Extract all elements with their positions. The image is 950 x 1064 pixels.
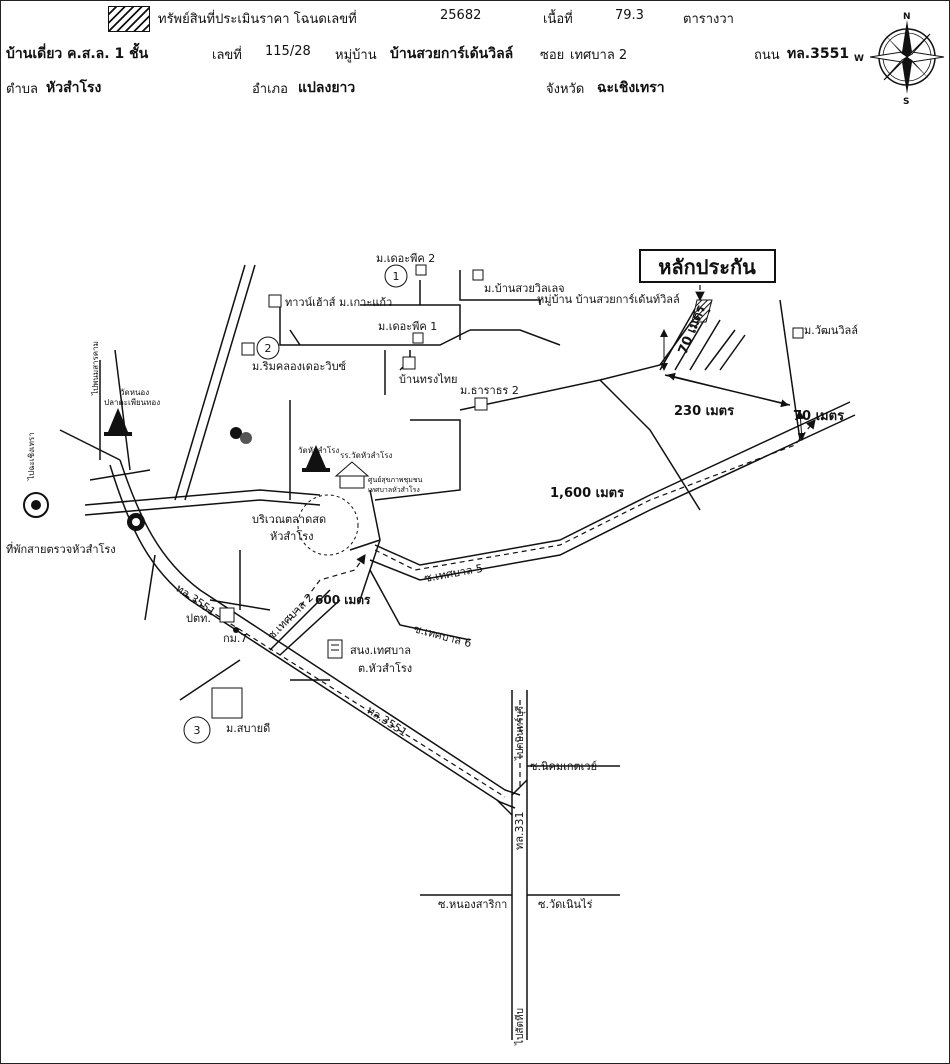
school-icon	[334, 461, 370, 489]
police-icon	[23, 492, 145, 531]
dist-1600: 1,600 เมตร	[550, 486, 624, 501]
label-songthai: บ้านทรงไทย	[399, 373, 457, 386]
compass-rose-icon: N S W	[854, 12, 945, 107]
dist-70-a: 70 เมตร	[676, 304, 709, 357]
legend-text: ทรัพย์สินที่ประเมินราคา โฉนดเลขที่	[158, 12, 357, 27]
province-label: จังหวัด	[546, 82, 585, 97]
label-office2: ต.หัวสำโรง	[358, 661, 412, 675]
label-nikhom: ซ.นิคมเกตเวย์	[530, 760, 597, 773]
circle-2: 2	[265, 342, 272, 355]
label-market2: หัวสำโรง	[270, 529, 314, 543]
label-to-pantong: ไปกบินทร์บุรี	[514, 705, 526, 761]
label-km7: กม.7	[223, 632, 247, 645]
compass-w: W	[854, 54, 864, 64]
label-to-chacho: ไปฉะเชิงเทรา	[27, 432, 36, 481]
circle-3: 3	[194, 724, 201, 737]
road-value: ทล.3551	[787, 46, 850, 62]
landmark-boxes	[211, 264, 804, 719]
number-label: เลขที่	[212, 48, 242, 63]
dist-70-b: 70 เมตร	[793, 409, 844, 424]
village-value: บ้านสวยการ์เด้นวิลล์	[390, 46, 514, 62]
tambon-value: หัวสำโรง	[46, 80, 102, 96]
label-office: สนง.เทศบาล	[350, 644, 411, 657]
label-market: บริเวณตลาดสด	[252, 513, 326, 526]
label-rim-khlong: ม.ริมคลองเดอะวิบซ์	[252, 360, 347, 373]
soi-label: ซอย	[540, 48, 565, 63]
collateral-title: หลักประกัน	[658, 255, 756, 279]
area-label: เนื้อที่	[543, 12, 573, 27]
label-soi-t6: ซ.เทศบาล 6	[412, 622, 473, 650]
amphoe-label: อำเภอ	[252, 82, 288, 97]
label-to-panomsarakham: ไปพนมสารคาม	[91, 341, 100, 396]
label-soi-t2: ซ.เทศบาล 2	[265, 591, 316, 642]
marker-circles: 1 2 3	[183, 264, 408, 744]
label-townhouse: ทาวน์เฮ้าส์ ม.เกาะแก้ว	[285, 296, 392, 309]
road-label: ถนน	[754, 48, 780, 63]
label-wat-nong2: ปลาตะเพียนทอง	[104, 398, 160, 407]
label-to-sattahip: ไปสัตหีบ	[514, 1008, 526, 1046]
compass-n: N	[903, 12, 911, 22]
office-icon	[327, 639, 343, 659]
deed-number: 25682	[440, 8, 482, 23]
label-wat-hua: วัดหัวสำโรง	[298, 445, 339, 455]
circle-1: 1	[393, 270, 400, 283]
label-health: ศูนย์สุขภาพชุมชน	[368, 476, 423, 484]
area-unit: ตารางวา	[683, 12, 734, 27]
amphoe-value: แปลงยาว	[298, 80, 356, 96]
label-nong-sarika: ซ.หนองสาริกา	[438, 898, 507, 911]
label-school: รร.วัดหัวสำโรง	[340, 450, 393, 460]
label-post: ปตท.	[186, 612, 211, 625]
dist-230: 230 เมตร	[674, 404, 734, 419]
label-wattana-ville: ม.วัฒนวิลล์	[804, 324, 858, 337]
measure-lines	[660, 329, 806, 441]
number-value: 115/28	[265, 44, 311, 59]
dist-600: 600 เมตร	[315, 593, 371, 607]
temple-icon	[104, 408, 330, 472]
collateral-village: หมู่บ้าน บ้านสวยการ์เด้นท์วิลล์	[537, 293, 680, 306]
label-wat-nong: วัดหนอง	[120, 388, 149, 397]
legend-hatch-swatch	[108, 6, 150, 32]
soi-value: เทศบาล 2	[570, 48, 628, 63]
label-the-peak-1: ม.เดอะพีค 1	[378, 320, 437, 333]
label-soi-t5: ซ.เทศบาล 5	[423, 562, 484, 585]
label-sabaidee: ม.สบายดี	[226, 722, 270, 735]
km7-dot-icon	[233, 627, 239, 633]
label-road331: ทล.331	[513, 812, 526, 850]
label-wat-noen: ซ.วัดเนินไร่	[538, 898, 593, 911]
label-tharathorn: ม.ธาราธร 2	[460, 384, 519, 397]
label-police: ที่พักสายตรวจหัวสำโรง	[6, 541, 116, 556]
house-type: บ้านเดี่ยว ค.ส.ล. 1 ชั้น	[6, 46, 149, 62]
compass-s: S	[903, 97, 909, 107]
hospital-icon	[230, 427, 252, 444]
label-the-peak-2: ม.เดอะพีค 2	[376, 252, 435, 265]
label-suay-ville: ม.บ้านสวยวิลเลจ	[484, 282, 565, 295]
road-network	[59, 264, 856, 1040]
village-label: หมู่บ้าน	[335, 48, 377, 63]
collateral-marker: หลักประกัน หมู่บ้าน บ้านสวยการ์เด้นท์วิล…	[537, 249, 776, 323]
label-health2: เทศบาลหัวสำโรง	[368, 485, 420, 494]
area-value: 79.3	[615, 8, 644, 23]
province-value: ฉะเชิงเทรา	[597, 80, 665, 96]
tambon-label: ตำบล	[6, 82, 38, 97]
label-road3551-b: ทล.3551	[364, 704, 409, 740]
